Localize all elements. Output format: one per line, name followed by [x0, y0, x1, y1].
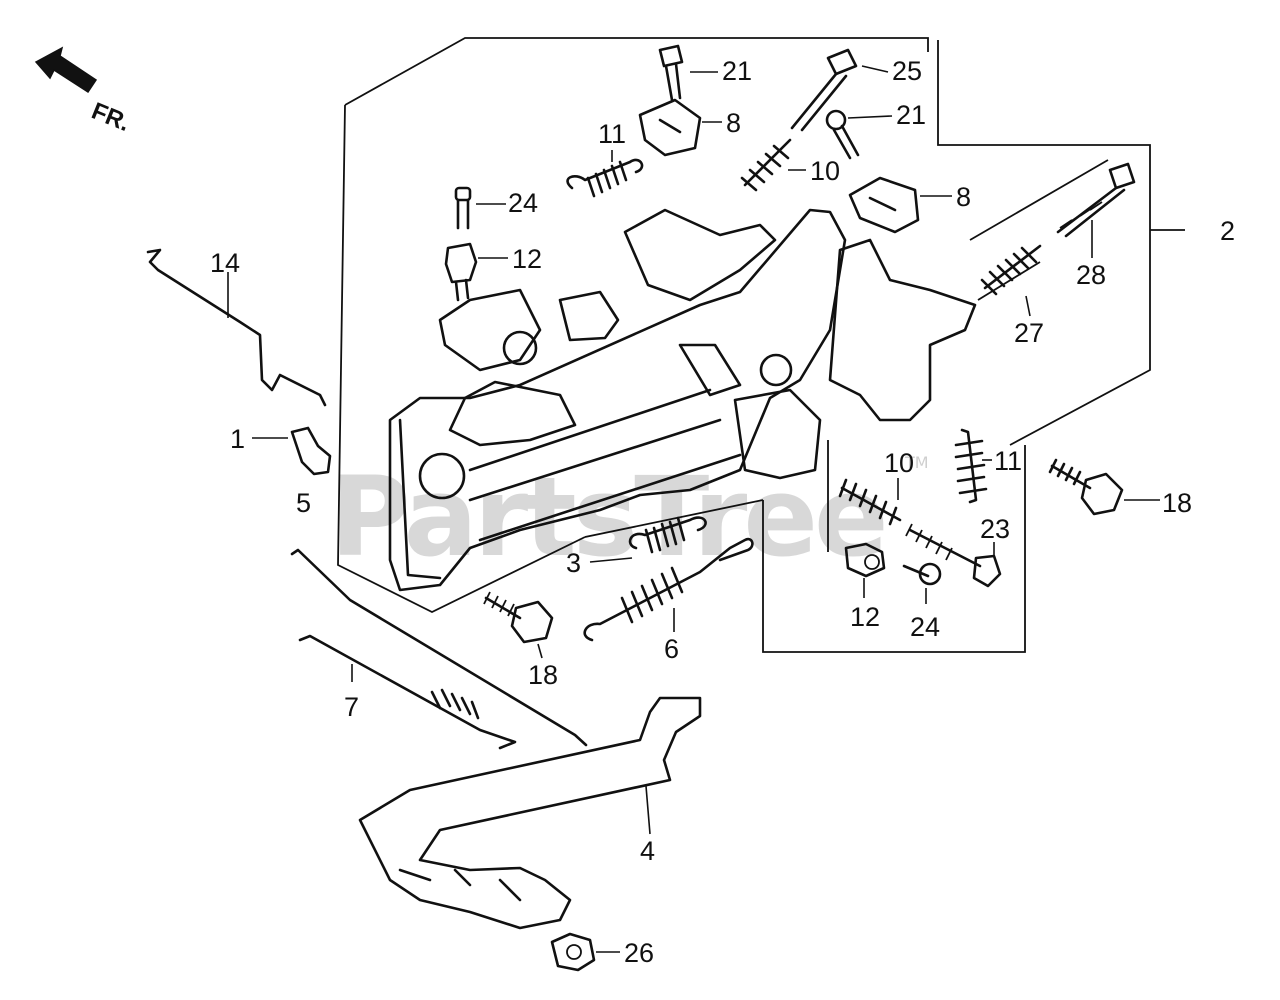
part-8-clip: [638, 98, 722, 157]
part-21-screw: [825, 109, 893, 160]
part-10-spring: [740, 138, 806, 192]
callout-8-top: 8: [726, 108, 741, 138]
callout-21-right: 21: [896, 100, 926, 130]
callout-18-lower: 18: [528, 660, 558, 690]
callout-24-top: 24: [508, 188, 538, 218]
part-21-bolt: [658, 44, 718, 102]
assembly-outline: [337, 37, 1185, 653]
callout-11-lower: 11: [994, 446, 1022, 476]
part-11-spring-lower: [954, 428, 992, 504]
callout-10-top: 10: [810, 156, 840, 186]
part-25-bolt: [790, 48, 889, 132]
part-27-spring: [969, 159, 1109, 317]
part-4-lever: [358, 696, 702, 930]
callout-11-top: 11: [598, 119, 626, 149]
part-1-clip: [252, 426, 332, 476]
callout-7: 7: [344, 692, 359, 722]
part-14-wire-rod: [146, 248, 327, 407]
front-direction-label: FR.: [88, 98, 134, 138]
callout-10-lower: 10: [884, 448, 914, 478]
watermark-tm: TM: [904, 453, 929, 472]
part-8-clip-right: [848, 176, 952, 234]
part-7-rod: [290, 548, 588, 750]
part-10-spring-lower: [838, 478, 902, 526]
callout-25: 25: [892, 56, 922, 86]
callout-28: 28: [1076, 260, 1106, 290]
callout-14: 14: [210, 248, 240, 278]
part-12-stud: [444, 242, 508, 302]
callout-3: 3: [566, 548, 581, 578]
part-24-screw: [454, 186, 506, 230]
callout-18-right: 18: [1162, 488, 1192, 518]
callout-6: 6: [664, 634, 679, 664]
callout-5: 5: [296, 488, 311, 518]
callout-26: 26: [624, 938, 654, 968]
part-23-bolt: [905, 523, 1002, 588]
part-3-spring: [589, 516, 707, 563]
part-26-nut: [550, 932, 620, 972]
front-direction-arrow-icon: [34, 46, 98, 94]
part-18-bolt-lower: [483, 591, 554, 659]
callout-12-top: 12: [512, 244, 542, 274]
control-base: [388, 208, 977, 592]
callout-27: 27: [1014, 318, 1044, 348]
callout-23: 23: [980, 514, 1010, 544]
part-24-screw-lower: [902, 562, 942, 604]
callout-4: 4: [640, 836, 655, 866]
part-6-spring: [583, 537, 754, 642]
part-18-bolt-right: [1048, 458, 1160, 516]
part-12-stud-lower: [844, 542, 886, 598]
callout-8-right: 8: [956, 182, 971, 212]
callout-12-lower: 12: [850, 602, 880, 632]
callout-2: 2: [1220, 216, 1235, 246]
part-11-spring: [566, 150, 644, 198]
callout-1: 1: [230, 424, 245, 454]
part-28-bolt: [1056, 162, 1136, 258]
callout-24-lower: 24: [910, 612, 940, 642]
callout-21-top: 21: [722, 56, 752, 86]
